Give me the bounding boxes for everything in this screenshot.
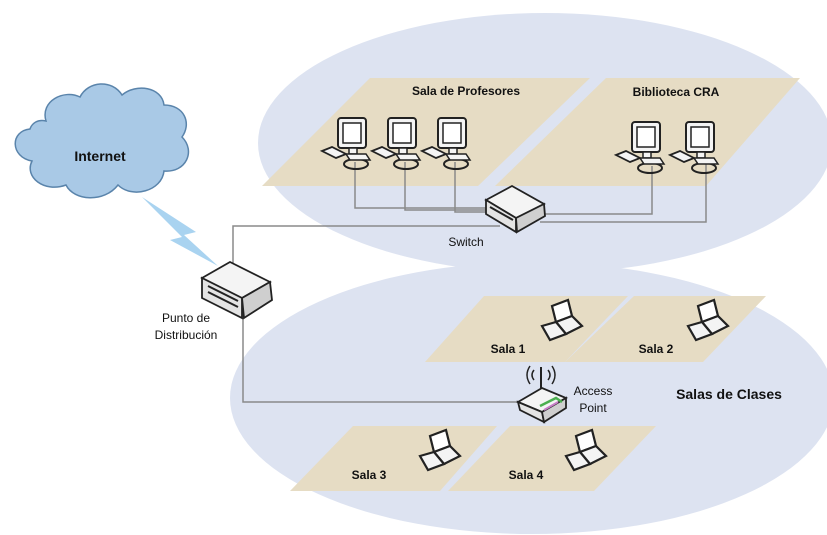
punto-distribucion-label-2: Distribución [155, 328, 218, 342]
sala3-label: Sala 3 [352, 468, 387, 482]
sala-profesores-label: Sala de Profesores [412, 84, 520, 98]
internet-cloud-icon [14, 83, 190, 199]
punto-distribucion-label-1: Punto de [162, 311, 210, 325]
wireless-link-icon [142, 197, 218, 266]
sala1-floor [425, 296, 628, 362]
sala2-label: Sala 2 [639, 342, 674, 356]
internet-label: Internet [74, 148, 126, 164]
sala4-floor [448, 426, 656, 491]
salas-clases-label: Salas de Clases [676, 386, 782, 402]
sala1-label: Sala 1 [491, 342, 526, 356]
wireless-access-point-icon [515, 365, 569, 424]
distribution-point-device-icon [200, 260, 273, 320]
sala-profesores-floor [262, 78, 590, 186]
network-cables [232, 162, 707, 403]
access-point-label-1: Access [574, 384, 613, 398]
switch-label: Switch [448, 235, 483, 249]
biblioteca-label: Biblioteca CRA [633, 85, 720, 99]
sala4-label: Sala 4 [509, 468, 544, 482]
access-point-label-2: Point [579, 401, 607, 415]
network-switch-icon [484, 184, 546, 234]
